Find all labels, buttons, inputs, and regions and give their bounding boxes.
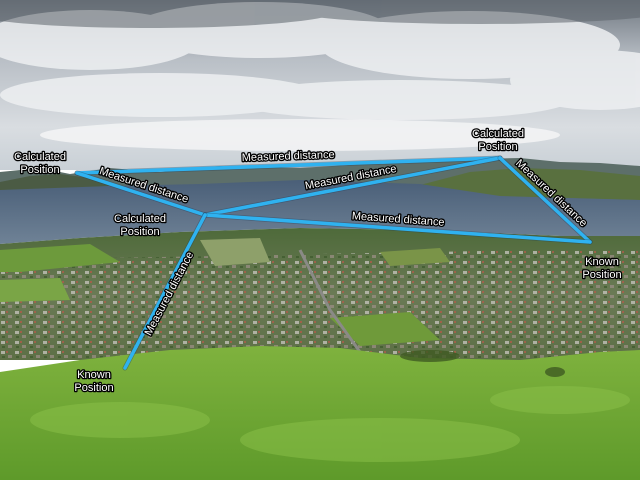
edge-line-e4: [498, 156, 592, 244]
edge-line-e5: [203, 213, 592, 244]
triangulation-lines: [74, 155, 593, 371]
houses: [0, 248, 640, 360]
road: [298, 249, 362, 353]
dark-clouds: [0, 0, 640, 28]
edge-line-e3: [203, 156, 502, 217]
edge-line-e1: [75, 156, 502, 175]
edge-line-e6: [123, 213, 207, 370]
grass-texture: [30, 386, 630, 462]
lake: [0, 180, 640, 244]
edge-line-e2: [75, 171, 207, 217]
measured-distance-label-e1: Measured distance: [242, 149, 335, 164]
dark-bushes: [400, 350, 565, 377]
fields: [0, 238, 450, 346]
